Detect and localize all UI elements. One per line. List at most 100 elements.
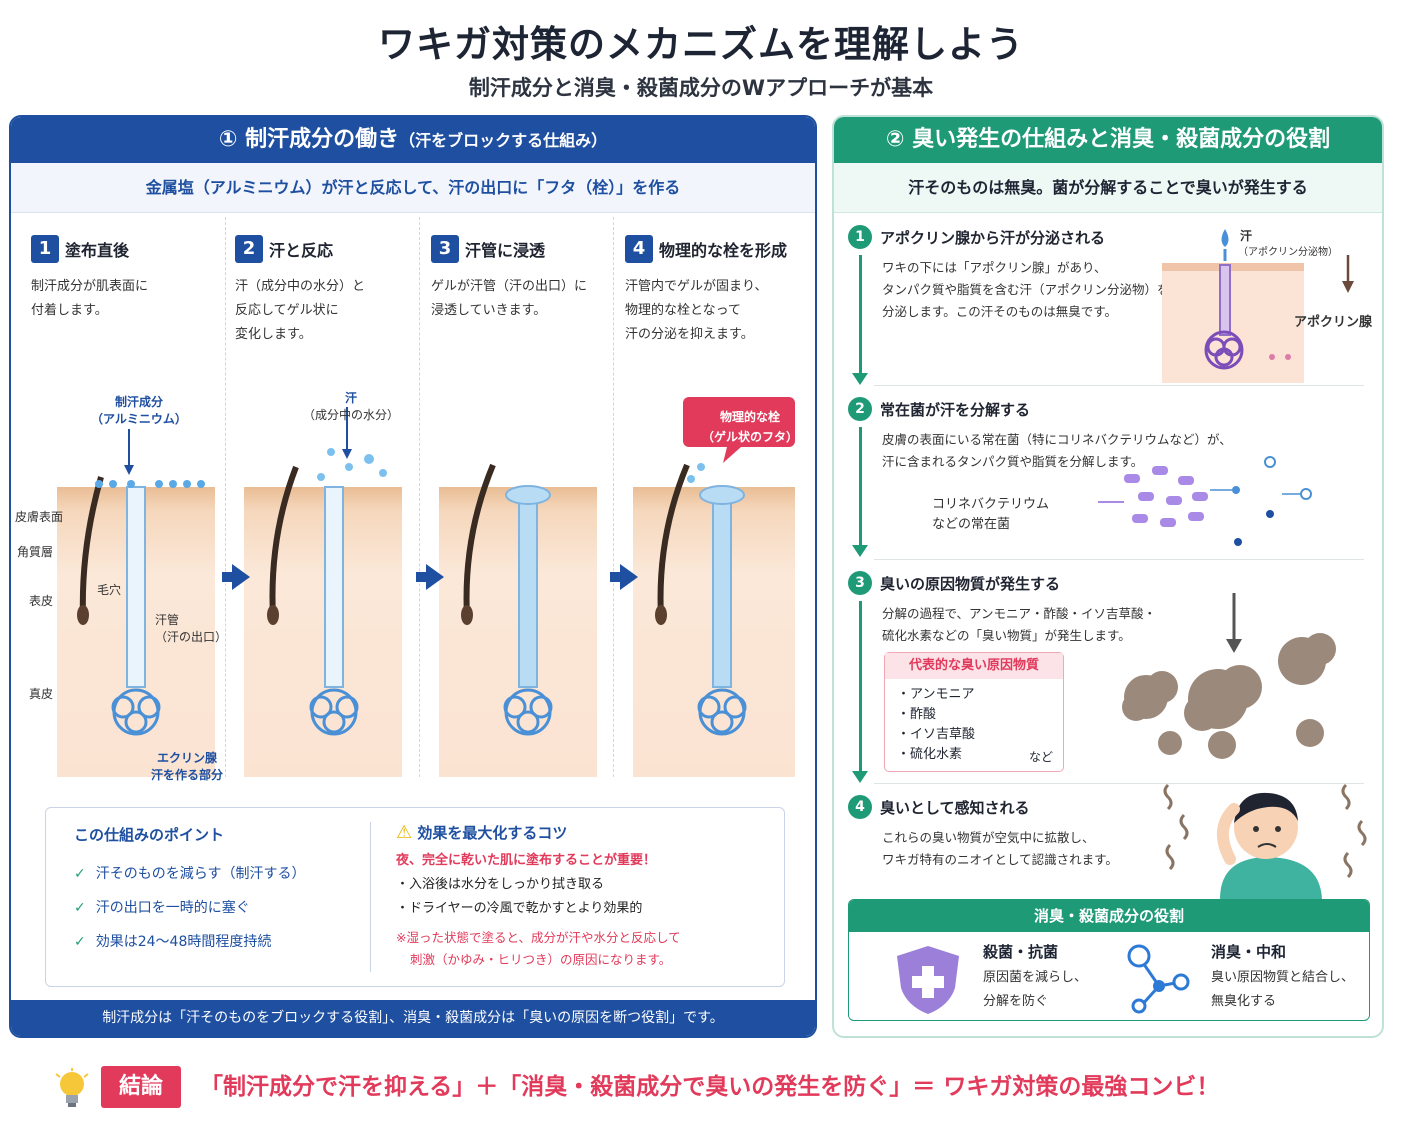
roles-heading: 消臭・殺菌成分の役割 [849, 900, 1369, 932]
conclusion-text: 「制汗成分で汗を抑える」＋「消臭・殺菌成分で臭いの発生を防ぐ」＝ ワキガ対策の最… [200, 1074, 1220, 1100]
tip-item: ・入浴後は水分をしっかり拭き取る [396, 877, 605, 892]
step-desc: 汗管内でゲルが固まり、物理的な栓となって汗の分泌を抑えます。 [625, 275, 815, 347]
point-text: 汗の出口を一時的に塞ぐ [95, 900, 250, 916]
flow-line [859, 427, 862, 547]
apocrine-gland-label: アポクリン腺 [1294, 315, 1373, 330]
antiperspirant-panel: ① 制汗成分の働き（汗をブロックする仕組み） 金属塩（アルミニウム）が汗と反応し… [9, 115, 817, 1038]
tips-heading-row: ⚠ 効果を最大化するコツ [396, 822, 776, 843]
flow-line [859, 601, 862, 773]
molecule-icon [1127, 944, 1190, 1014]
desc-line: 物理的な栓となって [625, 303, 741, 318]
pore-label: 毛穴 [97, 583, 122, 597]
role-desc: 臭い原因物質と結合し、 [1211, 970, 1355, 985]
plug-label: 物理的な栓 （ゲル状のフタ） [696, 407, 804, 447]
deodorant-roles-box: 消臭・殺菌成分の役割 殺菌・抗菌原因菌を減らし、分解を防ぐ 消臭・中和臭い原因物… [848, 899, 1370, 1021]
diagram-step-4 [633, 397, 795, 777]
label-line: （汗の出口） [155, 630, 228, 644]
apocrine-sweat-note: （アポクリン分泌物） [1238, 247, 1338, 258]
desc-line: 汗の分泌を抑えます。 [625, 327, 754, 342]
epidermis-label: 表皮 [29, 594, 54, 608]
bacteria-illustration [1098, 456, 1312, 546]
points-section: この仕組みのポイント ✓汗そのものを減らす（制汗する） ✓汗の出口を一時的に塞ぐ… [74, 824, 305, 959]
cause-item: ・イソ吉草酸 [897, 727, 976, 742]
note-line: 刺激（かゆみ・ヒリつき）の原因になります。 [410, 952, 672, 967]
cause-item: ・硫化水素 [897, 747, 963, 762]
points-box: この仕組みのポイント ✓汗そのものを減らす（制汗する） ✓汗の出口を一時的に塞ぐ… [45, 807, 785, 987]
skin-surface-label: 皮膚表面 [15, 510, 64, 524]
gland-label: エクリン腺汗を作る部分 [151, 749, 223, 783]
diagram-step-3 [439, 463, 597, 777]
arrow-down-icon [852, 771, 868, 783]
step-number: 4 [625, 235, 653, 263]
page-subtitle: 制汗成分と消臭・殺菌成分のWアプローチが基本 [468, 76, 934, 100]
shield-plus-icon [897, 946, 959, 1014]
note-line: ※湿った状態で塗ると、成分が汗や水分と反応して [396, 930, 681, 945]
step-desc: 制汗成分が肌表面に付着します。 [31, 275, 221, 323]
page-title: ワキガ対策のメカニズムを理解しよう [378, 23, 1024, 66]
cause-item: ・アンモニア [897, 687, 975, 702]
step-divider [225, 217, 226, 777]
role-title: 消臭・中和 [1211, 943, 1287, 961]
step-number: 3 [848, 571, 872, 595]
tip-item: ・ドライヤーの冷風で乾かすとより効果的 [396, 901, 643, 916]
odor-cloud-illustration [1122, 593, 1336, 759]
panel-title: ① 制汗成分の働き [218, 127, 400, 152]
desc-line: 反応してゲル状に [235, 303, 339, 318]
sweat-label: 汗（成分中の水分） [303, 389, 399, 423]
label-line: エクリン腺 [157, 751, 218, 765]
point-text: 汗そのものを減らす（制汗する） [95, 866, 306, 882]
antiperspirant-panel-header: ① 制汗成分の働き（汗をブロックする仕組み） [11, 117, 815, 163]
step-desc: ゲルが汗管（汗の出口）に浸透していきます。 [431, 275, 621, 323]
point-item: ✓ 汗の出口を一時的に塞ぐ [74, 891, 305, 925]
conclusion-bar: 結論 「制汗成分で汗を抑える」＋「消臭・殺菌成分で臭いの発生を防ぐ」＝ ワキガ対… [0, 1062, 1402, 1112]
dermis-label: 真皮 [29, 687, 54, 701]
check-icon: ✓ [74, 900, 86, 916]
label-line: 物理的な栓 [719, 410, 780, 424]
cause-item: ・酢酸 [897, 707, 937, 722]
causes-heading: 代表的な臭い原因物質 [885, 653, 1063, 679]
check-icon: ✓ [74, 866, 86, 882]
desc-line: 分泌します。この汗そのものは無臭です。 [882, 304, 1118, 319]
desc-line: これらの臭い物質が空気中に拡散し、 [882, 830, 1095, 845]
arrow-down-icon [852, 373, 868, 385]
role-neutralize: 消臭・中和臭い原因物質と結合し、無臭化する [1211, 940, 1354, 1014]
antiperspirant-footer: 制汗成分は「汗そのものをブロックする役割」、消臭・殺菌成分は「臭いの原因を断つ役… [11, 1000, 815, 1036]
desc-line: 分解の過程で、アンモニア・酢酸・イソ吉草酸・ [882, 606, 1157, 621]
point-item: ✓ 汗そのものを減らす（制汗する） [74, 857, 305, 891]
arrow-right-icon [610, 564, 638, 590]
bacteria-label: コリネバクテリウムなどの常在菌 [932, 495, 1049, 535]
tips-note: ※湿った状態で塗ると、成分が汗や水分と反応して刺激（かゆみ・ヒリつき）の原因にな… [396, 927, 776, 971]
label-line: （ゲル状のフタ） [701, 430, 798, 444]
person-smelling-illustration [1163, 783, 1367, 899]
label-line: 汗を作る部分 [151, 768, 224, 782]
desc-line: 汗に含まれるタンパク質や脂質を分解します。 [882, 454, 1144, 469]
role-sterilize: 殺菌・抗菌原因菌を減らし、分解を防ぐ [983, 940, 1087, 1014]
flow-line [859, 255, 862, 375]
odor-panel-subtitle: 汗そのものは無臭。菌が分解することで臭いが発生する [834, 163, 1382, 213]
causes-etc: など [1028, 750, 1053, 764]
step-title: 臭いの原因物質が発生する [880, 574, 1061, 593]
step-divider [419, 217, 420, 777]
desc-line: 制汗成分が肌表面に [31, 279, 149, 294]
step-desc: 分解の過程で、アンモニア・酢酸・イソ吉草酸・硫化水素などの「臭い物質」が発生しま… [882, 603, 1182, 647]
step-number: 2 [848, 397, 872, 421]
desc-line: ゲルが汗管（汗の出口）に [431, 279, 588, 294]
apocrine-gland-illustration [1162, 229, 1354, 383]
label-line: 汗管 [155, 613, 180, 627]
label-line: などの常在菌 [932, 517, 1011, 532]
label-line: （成分中の水分） [303, 408, 400, 422]
desc-line: 硫化水素などの「臭い物質」が発生します。 [882, 628, 1131, 643]
lightbulb-icon [55, 1068, 89, 1107]
odor-panel: ② 臭い発生の仕組みと消臭・殺菌成分の役割 汗そのものは無臭。菌が分解することで… [832, 115, 1384, 1038]
step-number: 1 [31, 235, 59, 263]
skin-cross-section-diagrams [57, 397, 795, 777]
step-desc: 皮膚の表面にいる常在菌（特にコリネバクテリウムなど）が、汗に含まれるタンパク質や… [882, 429, 1362, 473]
step-title: 塗布直後 [65, 241, 130, 260]
label-line: コリネバクテリウム [932, 497, 1050, 512]
desc-line: 付着します。 [31, 303, 108, 318]
step-desc: ワキの下には「アポクリン腺」があり、タンパク質や脂質を含む汗（アポクリン分泌物）… [882, 257, 1172, 323]
